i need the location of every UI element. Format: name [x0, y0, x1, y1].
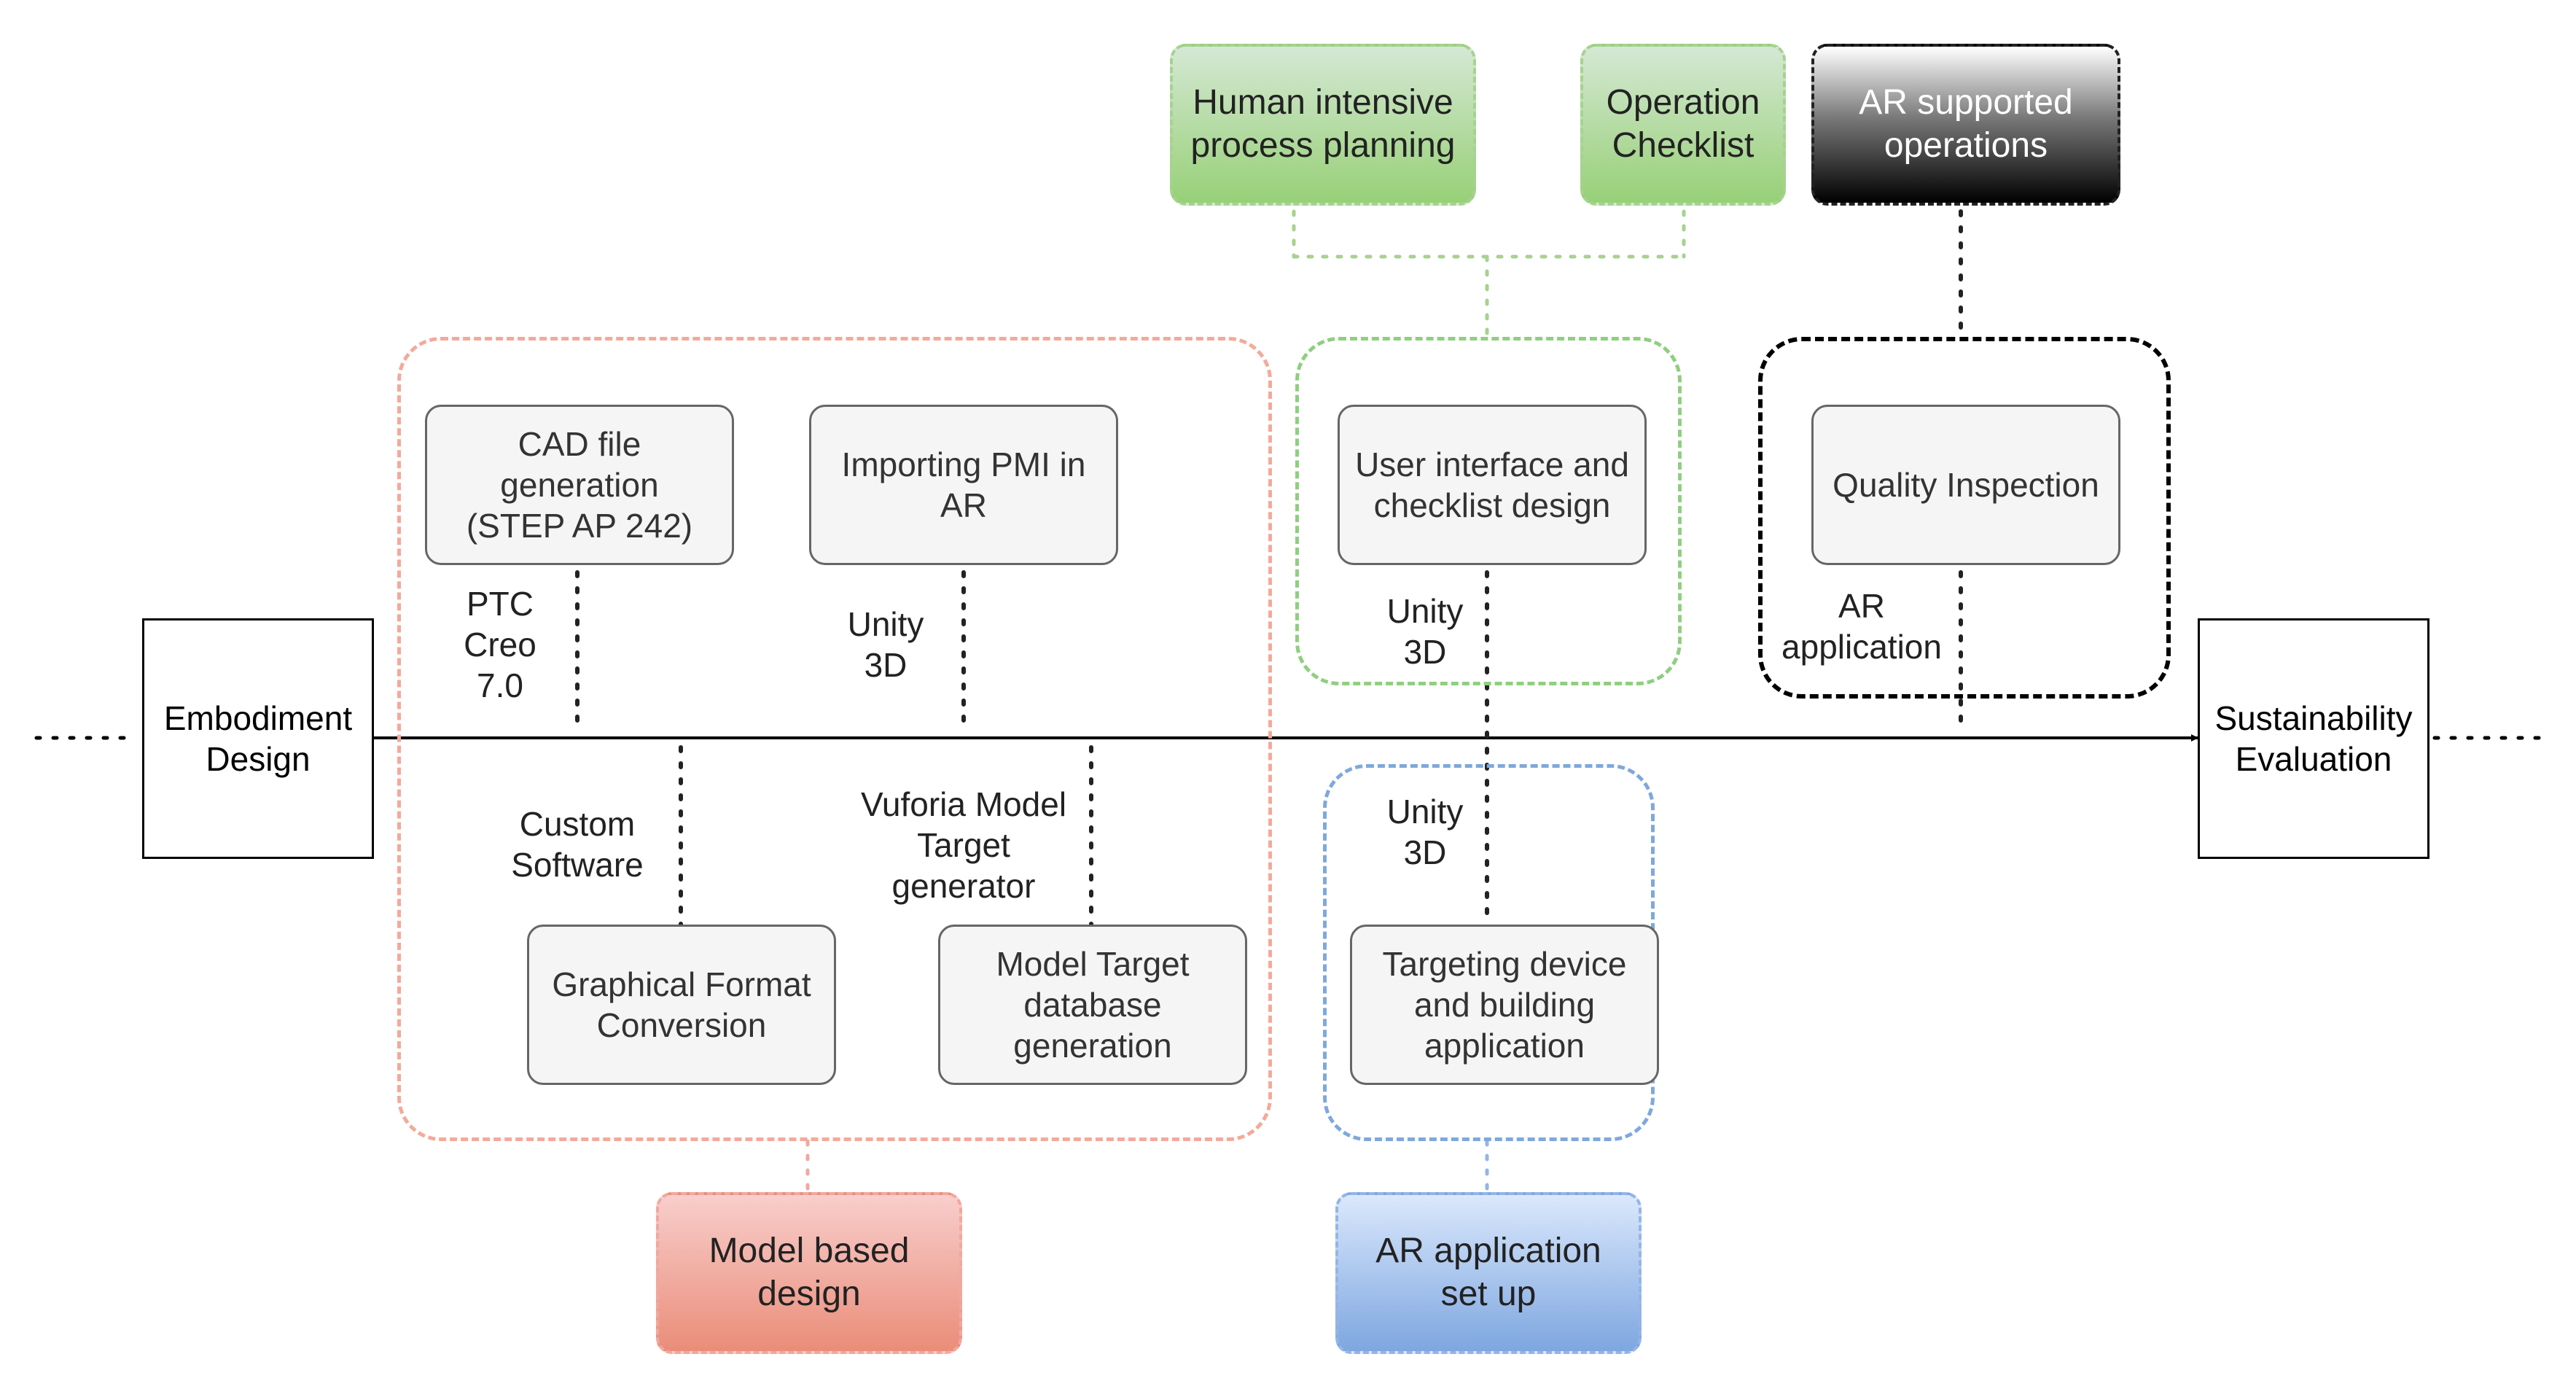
sustainability-evaluation-stage: Sustainability Evaluation [2198, 618, 2429, 859]
unity-targeting-label: Unity 3D [1386, 793, 1464, 872]
vuforia-generator-label: Vuforia Model Target generator [860, 785, 1067, 906]
operation-checklist-pill: Operation Checklist [1580, 44, 1786, 206]
custom-software-label: Custom Software [511, 805, 644, 884]
targeting-device-box: Targeting device and building applicatio… [1350, 925, 1659, 1085]
ar-application-label: AR application [1781, 587, 1942, 666]
model-based-design-pill: Model based design [656, 1192, 962, 1354]
unity-pmi-label: Unity 3D [847, 605, 924, 685]
quality-inspection-region [1758, 337, 2171, 699]
model-based-design-region [397, 337, 1272, 1141]
quality-inspection-box: Quality Inspection [1811, 405, 2120, 565]
embodiment-design-stage: Embodiment Design [142, 618, 374, 859]
graphical-format-conversion-box: Graphical Format Conversion [527, 925, 836, 1085]
ar-supported-operations-pill: AR supported operations [1811, 44, 2120, 206]
cad-file-generation-box: CAD file generation (STEP AP 242) [425, 405, 734, 565]
ptc-creo-label: PTC Creo 7.0 [464, 585, 536, 705]
importing-pmi-box: Importing PMI in AR [809, 405, 1118, 565]
unity-ui-label: Unity 3D [1386, 592, 1464, 672]
model-target-database-box: Model Target database generation [938, 925, 1247, 1085]
ui-checklist-design-box: User interface and checklist design [1338, 405, 1647, 565]
ar-application-setup-pill: AR application set up [1335, 1192, 1642, 1354]
ui-design-region [1295, 337, 1682, 685]
human-intensive-planning-pill: Human intensive process planning [1170, 44, 1476, 206]
